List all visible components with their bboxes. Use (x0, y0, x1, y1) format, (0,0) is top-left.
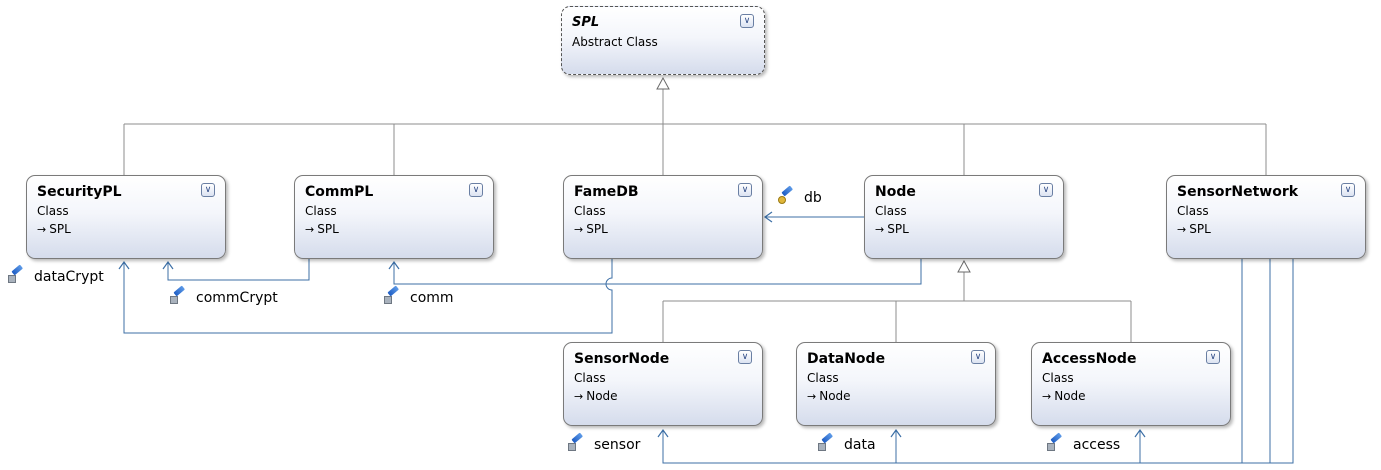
field-icon (568, 432, 584, 452)
class-name: FameDB (574, 184, 639, 200)
association-label: dataCrypt (34, 269, 104, 285)
double-chevron-down-icon[interactable]: ∨ (1206, 350, 1220, 364)
base-name: Node (586, 389, 618, 403)
assoc-arrow-data (890, 428, 902, 438)
class-name: SensorNode (574, 351, 670, 367)
assoc-arrow-db (763, 211, 773, 223)
association-datacrypt[interactable]: dataCrypt (8, 264, 104, 285)
class-sensornetwork[interactable]: SensorNetwork Class →SPL ∨ (1166, 175, 1366, 259)
class-spl[interactable]: SPL Abstract Class ∨ (561, 6, 765, 75)
class-kind: Class (1177, 204, 1209, 218)
double-chevron-down-icon[interactable]: ∨ (738, 183, 752, 197)
class-accessnode[interactable]: AccessNode Class →Node ∨ (1031, 342, 1231, 426)
class-kind: Class (305, 204, 337, 218)
class-famedb[interactable]: FameDB Class →SPL ∨ (563, 175, 763, 259)
class-name: SensorNetwork (1177, 184, 1299, 200)
double-chevron-down-icon[interactable]: ∨ (738, 350, 752, 364)
class-commpl[interactable]: CommPL Class →SPL ∨ (294, 175, 494, 259)
class-node[interactable]: Node Class →SPL ∨ (864, 175, 1064, 259)
class-base: →SPL (1177, 222, 1211, 236)
inheritance-arrowheads (656, 76, 971, 273)
class-sensornode[interactable]: SensorNode Class →Node ∨ (563, 342, 763, 426)
class-datanode[interactable]: DataNode Class →Node ∨ (796, 342, 996, 426)
association-access[interactable]: access (1047, 432, 1121, 453)
class-name: AccessNode (1042, 351, 1137, 367)
association-label: data (844, 437, 876, 453)
association-label: sensor (594, 437, 641, 453)
inherits-icon: → (1042, 390, 1052, 403)
association-commcrypt[interactable]: commCrypt (170, 285, 278, 306)
association-label: db (804, 190, 822, 206)
class-name: CommPL (305, 184, 374, 200)
association-label: access (1073, 437, 1121, 453)
class-name: SecurityPL (37, 184, 122, 200)
base-name: SPL (586, 222, 608, 236)
inherits-icon: → (37, 223, 47, 236)
association-sensor[interactable]: sensor (568, 432, 641, 453)
assoc-arrow-comm (388, 260, 400, 270)
class-name: Node (875, 184, 916, 200)
class-kind: Abstract Class (572, 35, 658, 49)
field-icon (8, 264, 24, 284)
field-icon (1047, 432, 1063, 452)
class-name: DataNode (807, 351, 886, 367)
class-securitypl[interactable]: SecurityPL Class →SPL ∨ (26, 175, 226, 259)
association-label: commCrypt (196, 290, 278, 306)
class-kind: Class (875, 204, 907, 218)
field-icon (384, 285, 400, 305)
class-name: SPL (572, 15, 600, 30)
inherits-icon: → (305, 223, 315, 236)
association-data[interactable]: data (818, 432, 876, 453)
class-kind: Class (807, 371, 839, 385)
association-label: comm (410, 290, 454, 306)
base-name: Node (819, 389, 851, 403)
inherit-arrow-spl (656, 76, 670, 90)
inherits-icon: → (574, 223, 584, 236)
assoc-arrow-sensor (657, 428, 669, 438)
class-base: →SPL (37, 222, 71, 236)
double-chevron-down-icon[interactable]: ∨ (740, 14, 754, 28)
double-chevron-down-icon[interactable]: ∨ (201, 183, 215, 197)
assoc-arrow-datacrypt (118, 260, 130, 270)
inheritance-lines (123, 89, 1267, 342)
inherits-icon: → (1177, 223, 1187, 236)
class-base: →SPL (305, 222, 339, 236)
class-base: →Node (1042, 389, 1086, 403)
double-chevron-down-icon[interactable]: ∨ (971, 350, 985, 364)
inherit-arrow-node (957, 259, 971, 273)
class-kind: Class (574, 204, 606, 218)
double-chevron-down-icon[interactable]: ∨ (1039, 183, 1053, 197)
inherits-icon: → (574, 390, 584, 403)
class-kind: Class (574, 371, 606, 385)
inherits-icon: → (875, 223, 885, 236)
association-comm[interactable]: comm (384, 285, 454, 306)
double-chevron-down-icon[interactable]: ∨ (469, 183, 483, 197)
base-name: SPL (887, 222, 909, 236)
association-arrowheads (118, 211, 1146, 438)
class-base: →SPL (875, 222, 909, 236)
class-kind: Class (1042, 371, 1074, 385)
class-kind: Class (37, 204, 69, 218)
class-base: →SPL (574, 222, 608, 236)
base-name: SPL (49, 222, 71, 236)
association-lines (123, 216, 1294, 464)
field-icon (170, 285, 186, 305)
inherits-icon: → (807, 390, 817, 403)
double-chevron-down-icon[interactable]: ∨ (1341, 183, 1355, 197)
base-name: SPL (1189, 222, 1211, 236)
base-name: SPL (317, 222, 339, 236)
association-db[interactable]: db (778, 185, 822, 206)
base-name: Node (1054, 389, 1086, 403)
class-base: →Node (574, 389, 618, 403)
field-icon (818, 432, 834, 452)
assoc-arrow-access (1134, 428, 1146, 438)
key-field-icon (778, 185, 794, 205)
class-base: →Node (807, 389, 851, 403)
assoc-arrow-commcrypt (162, 260, 174, 270)
